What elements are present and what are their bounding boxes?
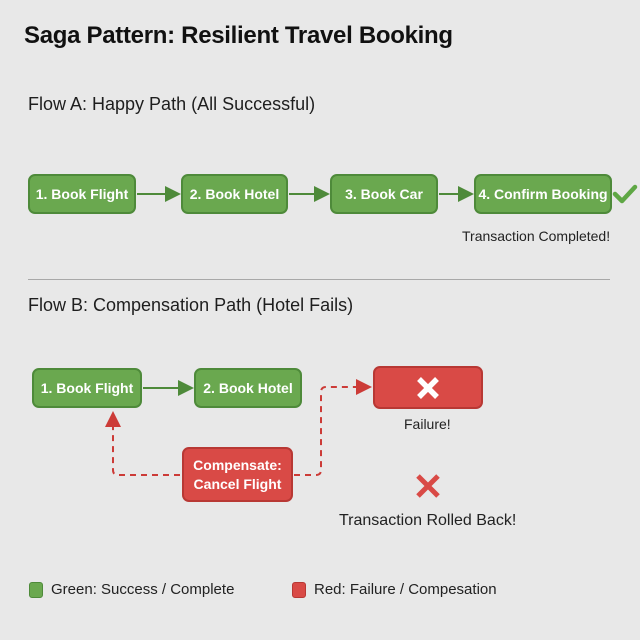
flow-b-step-book-flight: 1. Book Flight (32, 368, 142, 408)
section-divider (28, 279, 610, 280)
flow-a-result: Transaction Completed! (462, 228, 611, 244)
compensate-label-line2: Cancel Flight (193, 475, 282, 492)
page-title: Saga Pattern: Resilient Travel Booking (24, 22, 453, 49)
flow-a-step-book-flight: 1. Book Flight (28, 174, 136, 214)
flow-a-step-book-car: 3. Book Car (330, 174, 438, 214)
flow-a-step-book-hotel: 2. Book Hotel (181, 174, 288, 214)
compensate-cancel-flight-box: Compensate: Cancel Flight (182, 447, 293, 502)
flow-b-heading: Flow B: Compensation Path (Hotel Fails) (28, 295, 354, 315)
rollback-x-icon (413, 471, 443, 501)
compensate-label-line1: Compensate: (193, 457, 282, 474)
flow-a-step-confirm-booking: 4. Confirm Booking (474, 174, 612, 214)
failure-label: Failure! (404, 416, 451, 432)
flow-b-result: Transaction Rolled Back! (339, 512, 517, 529)
failure-box (373, 366, 483, 409)
legend-item-failure: Red: Failure / Compesation (292, 581, 497, 598)
flow-b-step-book-hotel: 2. Book Hotel (194, 368, 302, 408)
flow-a-heading: Flow A: Happy Path (All Successful) (28, 94, 316, 114)
arrow-compensate-to-flight (105, 411, 180, 476)
legend-swatch-green (29, 581, 43, 598)
check-icon (612, 182, 638, 206)
legend-item-success: Green: Success / Complete (29, 581, 234, 598)
legend-swatch-red (292, 581, 306, 598)
legend-label-failure: Red: Failure / Compesation (314, 581, 497, 598)
arrow-compensate-to-failure (294, 379, 372, 476)
x-icon (417, 376, 439, 399)
legend-label-success: Green: Success / Complete (51, 581, 235, 598)
